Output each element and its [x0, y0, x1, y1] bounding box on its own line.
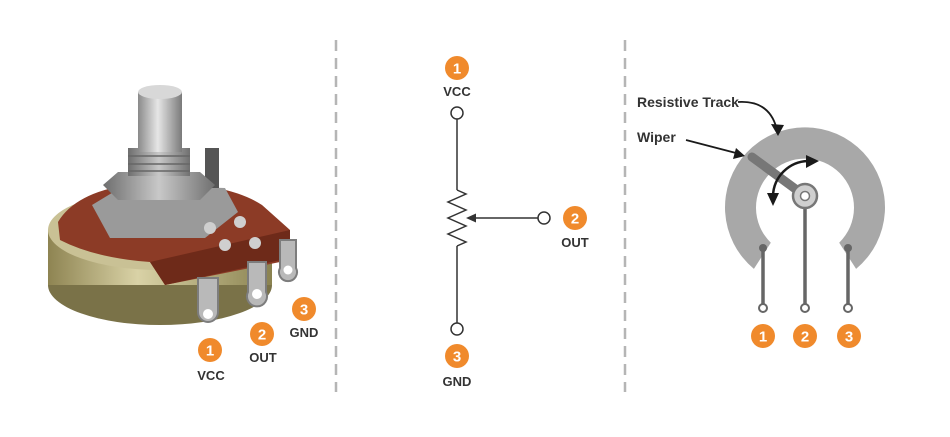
pin-1-badge	[751, 324, 775, 348]
track-callout-arrow	[737, 101, 778, 131]
wiper-callout-arrow	[685, 139, 737, 154]
pin-2-label: OUT	[249, 350, 277, 365]
photo-pin-2: 2 OUT	[249, 322, 277, 365]
rotation-arrow	[771, 159, 809, 197]
pin-3-badge	[445, 344, 469, 368]
internal-pin-3: 3	[837, 324, 861, 348]
schematic-pin-1: 1 VCC	[443, 56, 471, 99]
pin-2-badge	[563, 206, 587, 230]
pin-3-number: 3	[300, 302, 308, 319]
pin-2-badge	[793, 324, 817, 348]
schematic-pin-3: 3 GND	[443, 344, 472, 389]
schematic-pin-2: 2 OUT	[561, 206, 589, 250]
pin-1-badge	[445, 56, 469, 80]
pin-2-number: 2	[571, 211, 579, 228]
resistive-track-label: Resistive Track	[637, 94, 739, 110]
wiper-label: Wiper	[637, 129, 676, 145]
schematic-symbol	[446, 106, 551, 336]
pin-2-label: OUT	[561, 235, 589, 250]
pin-3-badge	[837, 324, 861, 348]
out-terminal	[537, 211, 551, 225]
pin-1-badge	[198, 338, 222, 362]
internal-pin-1: 1	[751, 324, 775, 348]
pin-2-number: 2	[258, 327, 266, 344]
pin-1-label: VCC	[443, 84, 471, 99]
pin-1-number: 1	[759, 329, 767, 346]
pin-3-label: GND	[290, 325, 319, 340]
pin-1-label: VCC	[197, 368, 225, 383]
wiper-arrow	[466, 213, 476, 223]
pin-3-label: GND	[443, 374, 472, 389]
pin-3-number: 3	[845, 329, 853, 346]
pin-2-badge	[250, 322, 274, 346]
pin-2-number: 2	[801, 329, 809, 346]
internal-pin-2: 2	[793, 324, 817, 348]
pin-1-number: 1	[453, 61, 461, 78]
internal-structure	[685, 101, 886, 313]
potentiometer-illustration	[48, 85, 298, 325]
vcc-terminal	[450, 106, 464, 120]
pin-1-number: 1	[206, 343, 214, 360]
photo-pin-1: 1 VCC	[197, 338, 225, 383]
resistor-zigzag	[446, 189, 468, 247]
gnd-terminal	[450, 322, 464, 336]
pin-3-badge	[292, 297, 316, 321]
photo-pin-3: 3 GND	[290, 297, 319, 340]
pin-3-number: 3	[453, 349, 461, 366]
